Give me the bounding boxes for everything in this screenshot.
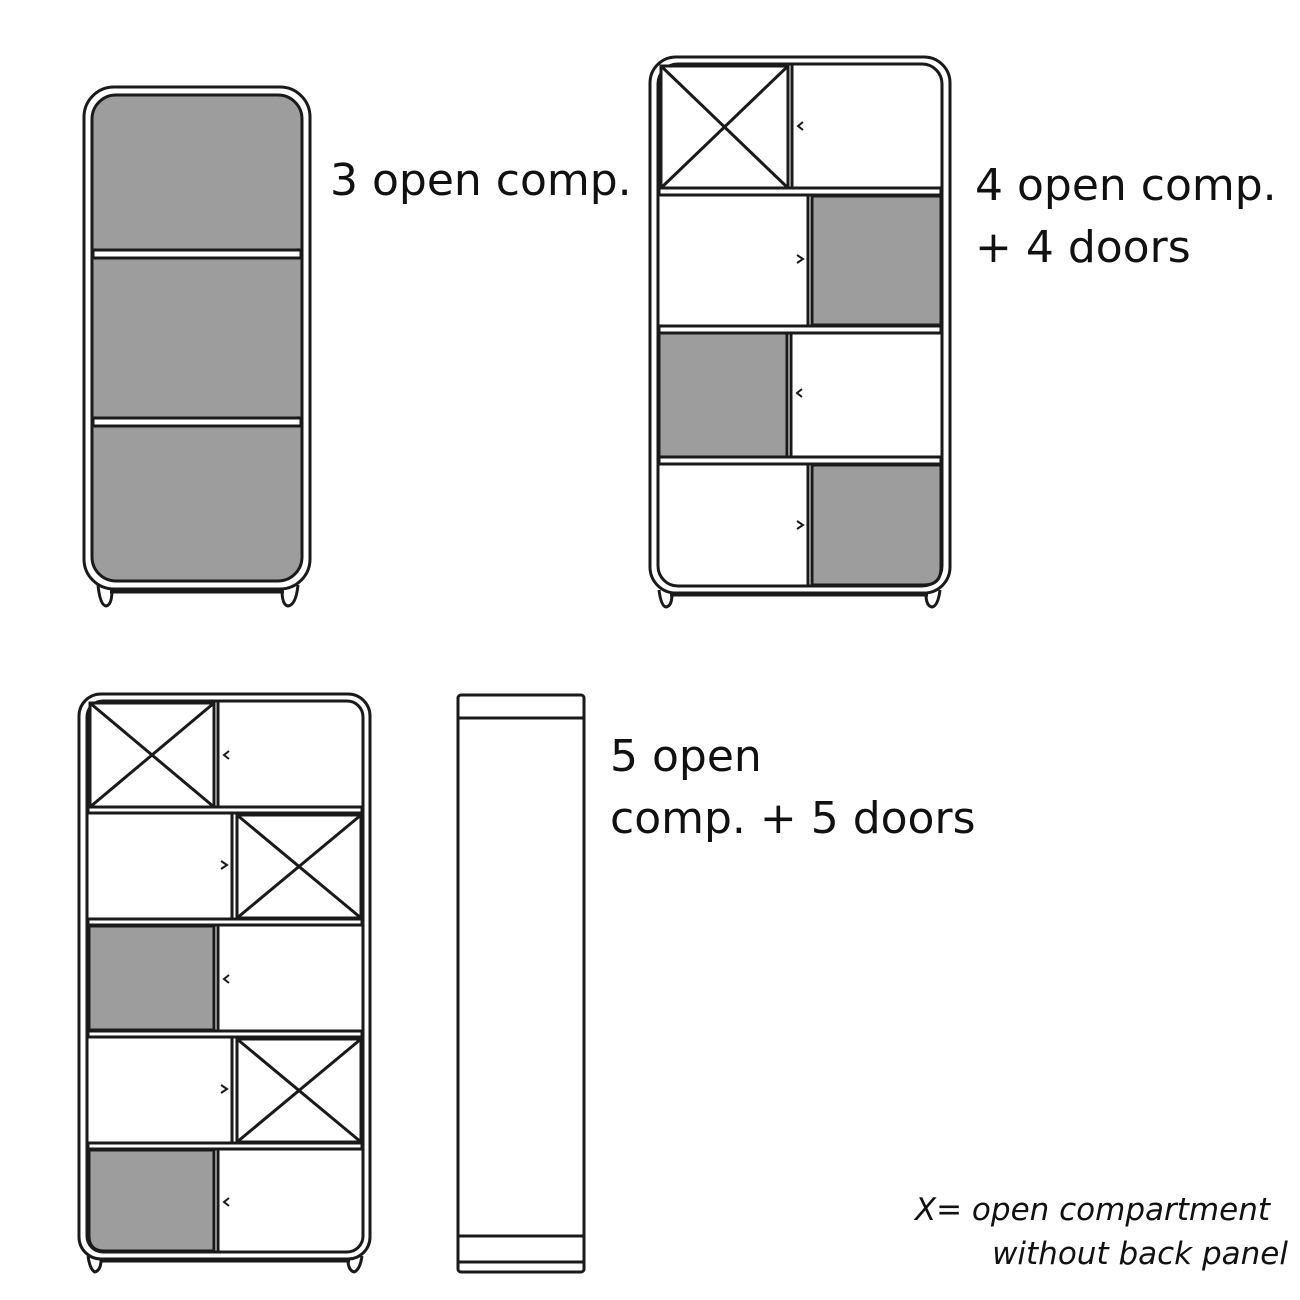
cabinet-4-back-panel [810,194,943,327]
cabinet-5-right-foot [346,1255,364,1274]
cabinet-4-right-foot [924,589,942,609]
caption-cabinet-5: 5 open comp. + 5 doors [610,726,976,850]
cabinet-4-door-handle [796,121,804,131]
cabinet-3-shelf-2 [91,416,303,428]
caption-line: 4 open comp. [975,160,1277,211]
cabinet-5-shelf-3 [86,1029,364,1039]
cabinet-5-shelf-1 [86,805,364,815]
cabinet-5-door-handle [220,1084,229,1094]
cabinet-5-door-handle [222,974,230,984]
cabinet-5-door-handle [220,860,229,870]
cabinet-4-open-4-doors [648,55,952,609]
cabinet-3-shelf-1 [91,248,303,260]
legend-note: X= open compartment without back panel [915,1188,1288,1276]
cabinet-4-shelf-2 [657,324,943,335]
cabinet-5-x-mark-b [89,701,215,809]
legend-note-line: X= open compartment [914,1192,1270,1228]
caption-cabinet-3: 3 open comp. [330,150,632,212]
cabinet-4-back-panel [810,463,943,587]
cabinet-4-door-handle [796,254,805,264]
cabinet-4-door-handle [796,520,805,530]
caption-line: + 4 doors [975,222,1191,273]
cabinet-4-shelf-3 [657,455,943,466]
cabinet-5-left-foot [86,1255,103,1274]
legend-note-line: without back panel [992,1236,1288,1272]
cabinet-5-shelf-2 [86,917,364,927]
cabinet-5-x-mark-b [236,1037,362,1144]
cabinet-5-back-panel [87,924,216,1032]
cabinet-3-left-foot [96,584,114,608]
cabinet-3-right-foot [280,584,300,608]
cabinet-3-inner-frame [90,93,304,583]
cabinet-5-x-mark-b [236,813,362,920]
caption-line: 5 open [610,731,762,782]
caption-cabinet-4: 4 open comp. + 4 doors [975,155,1277,279]
cabinet-4-door-handle [795,388,803,398]
side-view-outline [456,693,586,1274]
cabinet-5-back-panel [87,1148,216,1253]
cabinet-5-shelf-4 [86,1141,364,1151]
cabinet-3-open [82,85,312,608]
cabinet-4-shelf-1 [657,186,943,197]
cabinet-4-back-panel [657,331,789,459]
caption-line: 3 open comp. [330,155,632,206]
cabinet-4-left-foot [657,589,674,609]
caption-line: comp. + 5 doors [610,793,976,844]
cabinet-5-door-handle [222,1197,230,1207]
cabinet-5-door-handle [222,750,230,760]
cabinet-5-open-5-doors [77,692,372,1274]
cabinet-side-view [456,693,586,1274]
cabinet-4-x-mark-b [659,64,790,190]
